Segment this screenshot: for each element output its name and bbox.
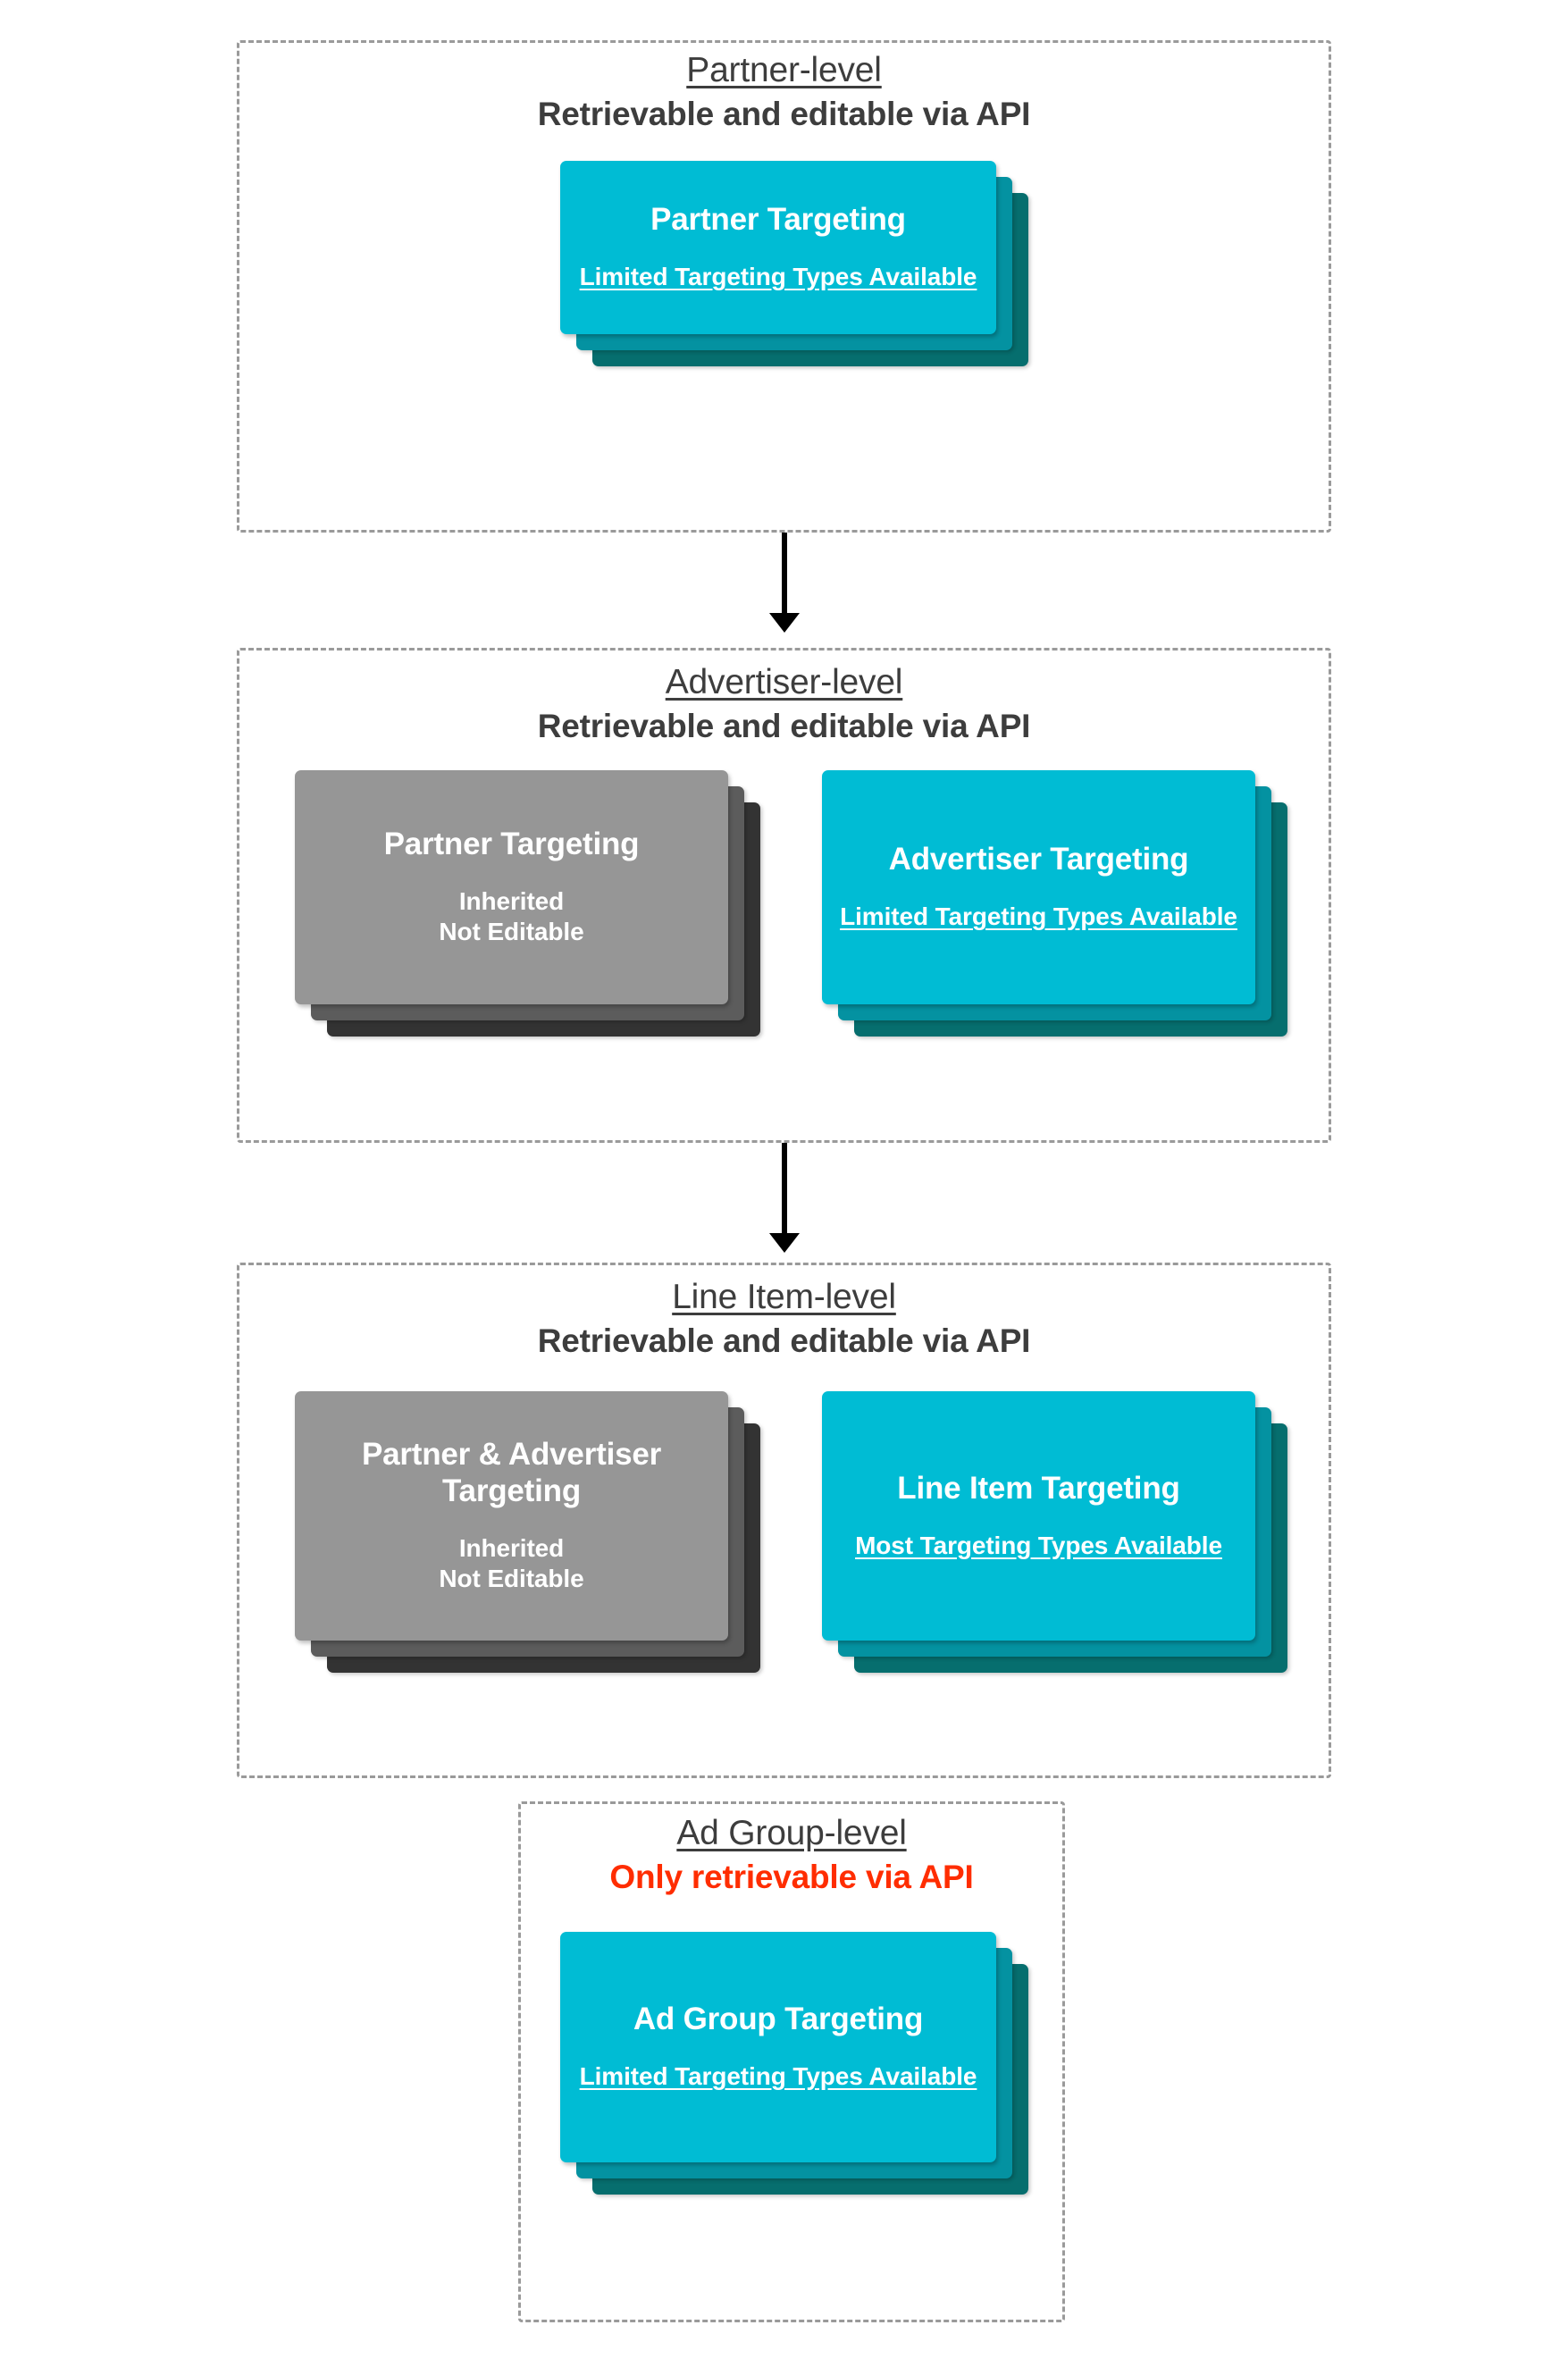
card-line-item-inherited-targeting[interactable]: Partner & Advertiser Targeting Inherited… [295,1391,728,1641]
level-subtitle-line-item: Retrievable and editable via API [537,1322,1031,1359]
level-heading-line-item: Line Item-level Retrievable and editable… [237,1278,1331,1360]
level-box-advertiser [237,648,1331,1143]
card-note: Inherited Not Editable [439,1534,584,1593]
level-subtitle-advertiser: Retrievable and editable via API [537,707,1031,744]
level-heading-advertiser: Advertiser-level Retrievable and editabl… [237,663,1331,745]
level-heading-ad-group: Ad Group-level Only retrievable via API [518,1814,1065,1896]
level-subtitle-partner: Retrievable and editable via API [537,95,1031,132]
card-stack-line-item-inherited-targeting[interactable]: Partner & Advertiser Targeting Inherited… [295,1391,768,1677]
level-title-ad-group: Ad Group-level [676,1814,907,1852]
card-note: Limited Targeting Types Available [840,902,1237,931]
card-stack-partner-targeting[interactable]: Partner Targeting Limited Targeting Type… [560,161,1034,366]
card-line-item-targeting[interactable]: Line Item Targeting Most Targeting Types… [822,1391,1255,1641]
level-box-line-item [237,1263,1331,1778]
card-stack-advertiser-targeting[interactable]: Advertiser Targeting Limited Targeting T… [822,770,1295,1038]
connector-shaft [782,1143,787,1235]
level-box-ad-group [518,1801,1065,2322]
card-stack-ad-group-targeting[interactable]: Ad Group Targeting Limited Targeting Typ… [560,1932,1034,2200]
card-ad-group-targeting[interactable]: Ad Group Targeting Limited Targeting Typ… [560,1932,996,2162]
connector-advertiser-to-line-item [762,1143,807,1253]
card-note: Limited Targeting Types Available [579,2062,977,2091]
card-title: Partner Targeting [650,202,906,238]
card-title: Partner & Advertiser Targeting [361,1437,662,1509]
level-title-line-item: Line Item-level [672,1278,896,1316]
card-stack-advertiser-partner-targeting[interactable]: Partner Targeting Inherited Not Editable [295,770,768,1038]
card-title: Ad Group Targeting [633,2002,924,2037]
card-title: Line Item Targeting [897,1470,1180,1506]
level-box-partner [237,40,1331,533]
connector-partner-to-advertiser [762,533,807,633]
connector-arrowhead [769,613,800,633]
card-note: Inherited Not Editable [439,887,584,946]
card-stack-line-item-targeting[interactable]: Line Item Targeting Most Targeting Types… [822,1391,1295,1677]
card-note: Most Targeting Types Available [855,1531,1222,1559]
connector-shaft [782,533,787,615]
card-partner-targeting[interactable]: Partner Targeting Limited Targeting Type… [560,161,996,334]
card-title: Partner Targeting [383,827,640,862]
level-title-partner: Partner-level [686,51,882,89]
card-note: Limited Targeting Types Available [579,263,977,291]
card-advertiser-targeting[interactable]: Advertiser Targeting Limited Targeting T… [822,770,1255,1004]
connector-arrowhead [769,1233,800,1253]
card-title: Advertiser Targeting [888,842,1189,877]
level-heading-partner: Partner-level Retrievable and editable v… [237,51,1331,133]
card-advertiser-partner-targeting[interactable]: Partner Targeting Inherited Not Editable [295,770,728,1004]
level-subtitle-ad-group: Only retrievable via API [609,1858,974,1895]
level-title-advertiser: Advertiser-level [665,663,903,701]
